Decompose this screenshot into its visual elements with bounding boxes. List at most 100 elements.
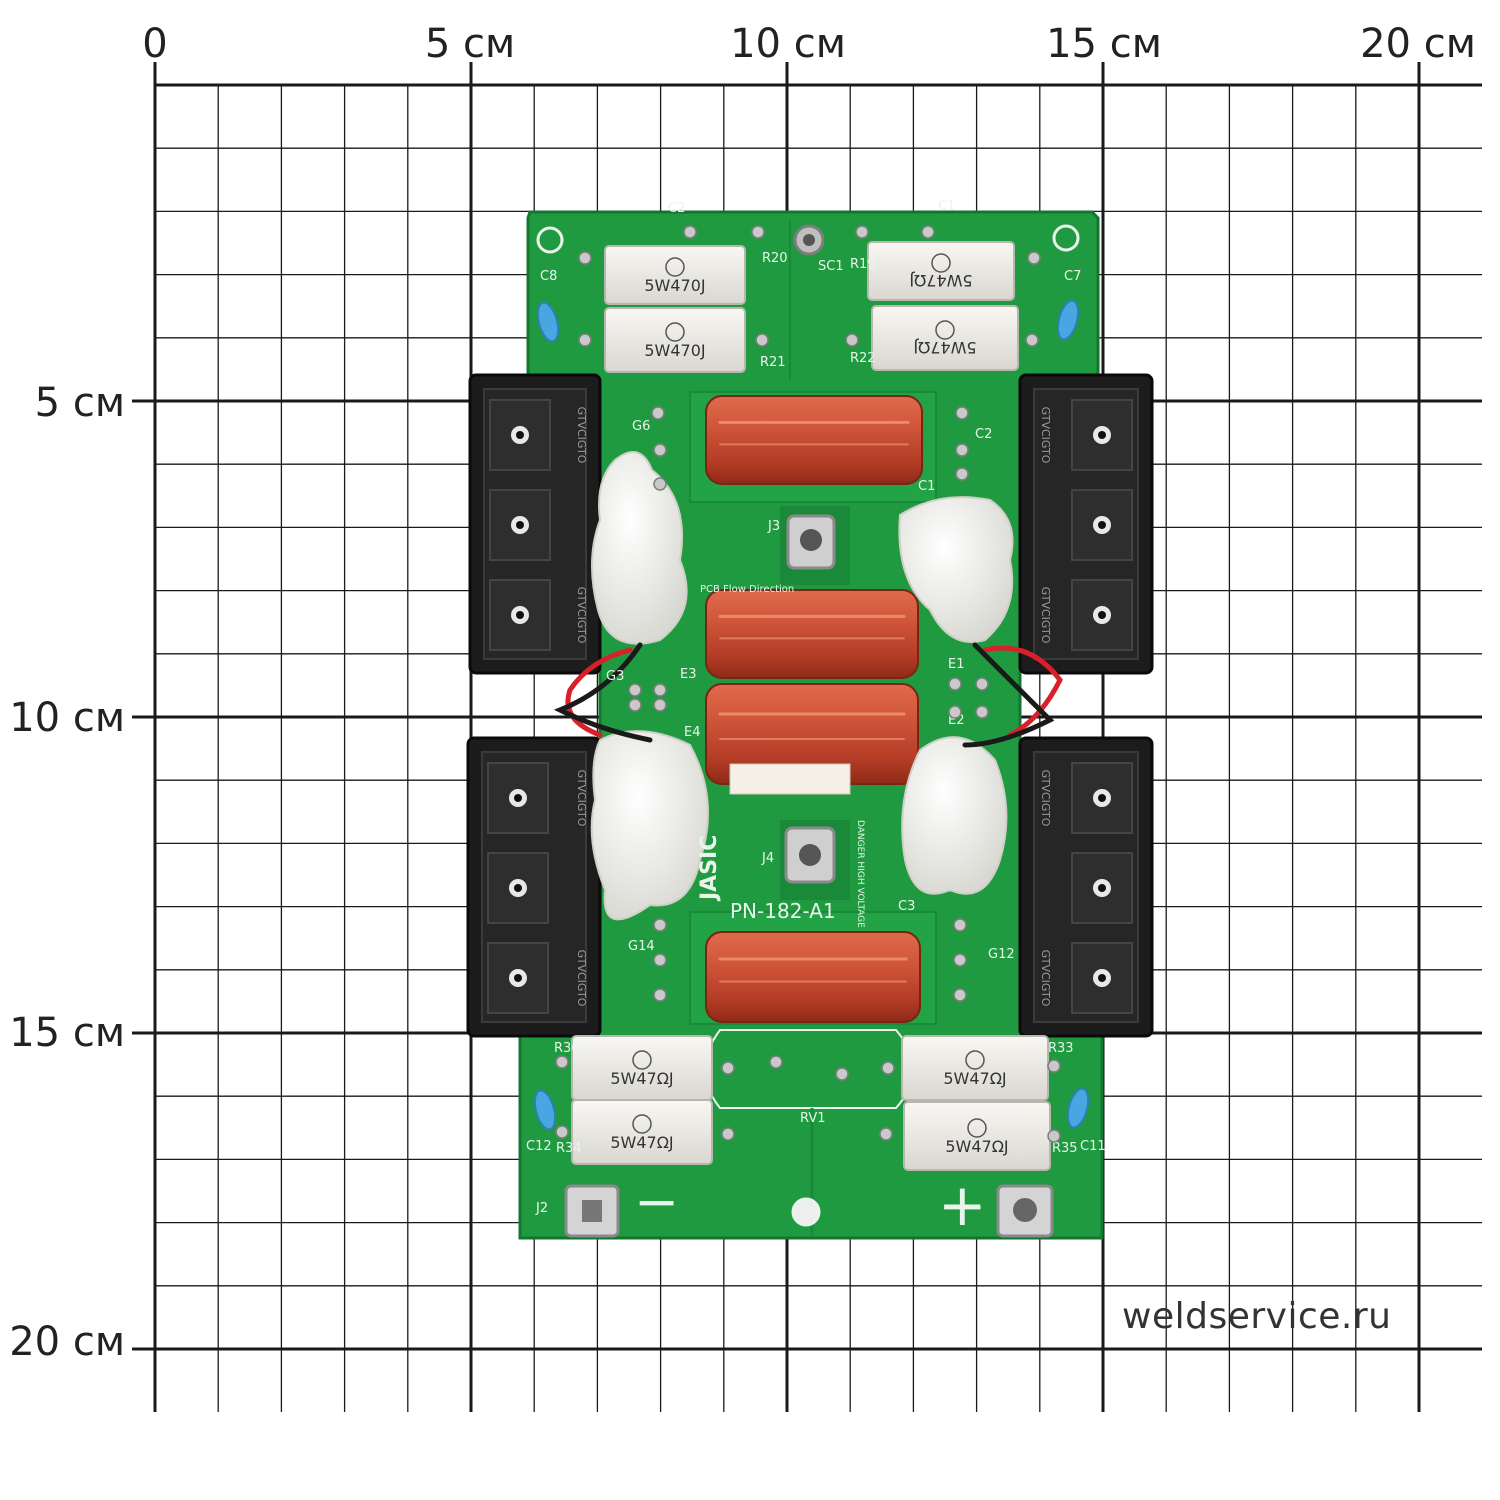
- ref-c2-0: C2: [668, 201, 685, 216]
- ref-g6-9: G6: [632, 419, 650, 434]
- x-label-5cm: 5 см: [424, 21, 516, 67]
- mount-hole-bottom: [791, 1197, 821, 1227]
- wires: [553, 642, 1063, 748]
- ref-r36-22: R36: [554, 1041, 580, 1056]
- solder-pad-9: [755, 333, 769, 347]
- ref-sc1-2: SC1: [818, 259, 844, 274]
- capacitor-label-sticker: [729, 763, 851, 795]
- solder-pad-29: [953, 953, 967, 967]
- ref-g14-20: G14: [628, 939, 655, 954]
- resistor-1: 5W470J: [604, 245, 746, 305]
- terminal-j3-hole: [800, 529, 822, 551]
- solder-pad-33: [835, 1067, 849, 1081]
- ref-c3-19: C3: [898, 899, 915, 914]
- solder-pad-12: [653, 443, 667, 457]
- solder-pad-7: [578, 333, 592, 347]
- resistor-4: 5W47ΩJ: [871, 305, 1019, 371]
- module-bottom-right-marking: GTVCIGTO: [1039, 770, 1052, 827]
- ref-r22-8: R22: [850, 351, 876, 366]
- ref-e1-15: E1: [948, 657, 965, 672]
- solder-pads: [555, 225, 1061, 1143]
- resistor-5: 5W47ΩJ: [571, 1035, 713, 1101]
- resistor-3-marking: 5W47ΩJ: [909, 271, 972, 290]
- solder-pad-38: [1047, 1129, 1061, 1143]
- resistor-7-marking: 5W47ΩJ: [943, 1069, 1006, 1088]
- film-capacitors: [705, 395, 923, 1023]
- solder-pad-25: [653, 918, 667, 932]
- module-top-right-marking: GTVCIGTO: [1039, 407, 1052, 464]
- ref-c8-5: C8: [540, 269, 557, 284]
- silk-brand: JASIC: [697, 835, 722, 902]
- paste-blob-4: [901, 736, 1008, 895]
- module-bottom-left-marking: GTVCIGTO: [575, 950, 588, 1007]
- terminal-positive-hole: [1013, 1198, 1037, 1222]
- solder-pad-31: [721, 1061, 735, 1075]
- solder-pad-13: [653, 477, 667, 491]
- solder-pad-17: [628, 683, 642, 697]
- silk-plus: +: [938, 1171, 987, 1239]
- ref-g3-14: G3: [606, 669, 624, 684]
- ref-r21-7: R21: [760, 355, 786, 370]
- silk-part-number: PN-182-A1: [730, 899, 836, 923]
- solder-pad-37: [1047, 1059, 1061, 1073]
- ref-c11-28: C11: [1080, 1139, 1106, 1154]
- solder-pad-26: [653, 953, 667, 967]
- terminal-j4-hole: [799, 844, 821, 866]
- y-label-15cm: 15 см: [9, 1010, 125, 1056]
- ceramic-cap-c8: [536, 301, 560, 343]
- power-modules: GTVCIGTOGTVCIGTOGTVCIGTOGTVCIGTOGTVCIGTO…: [466, 373, 1154, 1038]
- solder-pad-4: [921, 225, 935, 239]
- solder-pad-34: [881, 1061, 895, 1075]
- solder-pad-28: [953, 918, 967, 932]
- module-top-left-marking: GTVCIGTO: [575, 587, 588, 644]
- solder-pad-30: [953, 988, 967, 1002]
- film-capacitor-3: [705, 683, 919, 785]
- wire-black-left: [553, 642, 653, 743]
- solder-pad-6: [1027, 251, 1041, 265]
- mount-hole-top-center: [803, 234, 815, 246]
- solder-pad-36: [555, 1125, 569, 1139]
- solder-pad-18: [653, 683, 667, 697]
- wire-red-left: [565, 647, 633, 738]
- film-capacitor-2: [705, 589, 919, 679]
- wire-red-right: [982, 645, 1063, 738]
- ref-c1-1: C1: [938, 199, 955, 214]
- solder-pad-11: [651, 406, 665, 420]
- terminals: [536, 224, 1080, 1238]
- module-bottom-left-marking: GTVCIGTO: [575, 770, 588, 827]
- paste-blob-3: [590, 730, 709, 921]
- ref-g12-21: G12: [988, 947, 1015, 962]
- ref-r19-4: R19: [850, 257, 876, 272]
- paste-blob-2: [898, 496, 1014, 643]
- mount-hole-right: [1052, 224, 1080, 252]
- ref-c7-6: C7: [1064, 269, 1081, 284]
- silk-flow: PCB Flow Direction: [700, 584, 794, 595]
- x-label-10cm: 10 см: [730, 21, 846, 67]
- solder-pad-27: [653, 988, 667, 1002]
- solder-pad-8: [1025, 333, 1039, 347]
- ref-j2-29: J2: [535, 1201, 548, 1216]
- watermark: weldservice.ru: [1122, 1296, 1392, 1337]
- film-capacitor-1: [705, 395, 923, 485]
- solder-pad-35: [555, 1055, 569, 1069]
- solder-pad-21: [948, 677, 962, 691]
- resistor-2: 5W470J: [604, 307, 746, 373]
- solder-pad-15: [955, 443, 969, 457]
- ref-c12-25: C12: [526, 1139, 552, 1154]
- thermal-paste-blobs: [590, 451, 1014, 921]
- resistor-8: 5W47ΩJ: [903, 1101, 1051, 1171]
- ceramic-capacitors: [533, 299, 1090, 1131]
- silk-minus: −: [634, 1170, 679, 1233]
- module-top-right-marking: GTVCIGTO: [1039, 587, 1052, 644]
- film-capacitor-4: [705, 931, 921, 1023]
- resistor-8-marking: 5W47ΩJ: [945, 1137, 1008, 1156]
- resistor-2-marking: 5W470J: [644, 341, 705, 360]
- module-top-left-marking: GTVCIGTO: [575, 407, 588, 464]
- solder-pad-16: [955, 467, 969, 481]
- resistor-6: 5W47ΩJ: [571, 1099, 713, 1165]
- ref-j3-12: J3: [767, 519, 780, 534]
- solder-pad-24: [975, 705, 989, 719]
- ref-rv1-24: RV1: [800, 1111, 826, 1126]
